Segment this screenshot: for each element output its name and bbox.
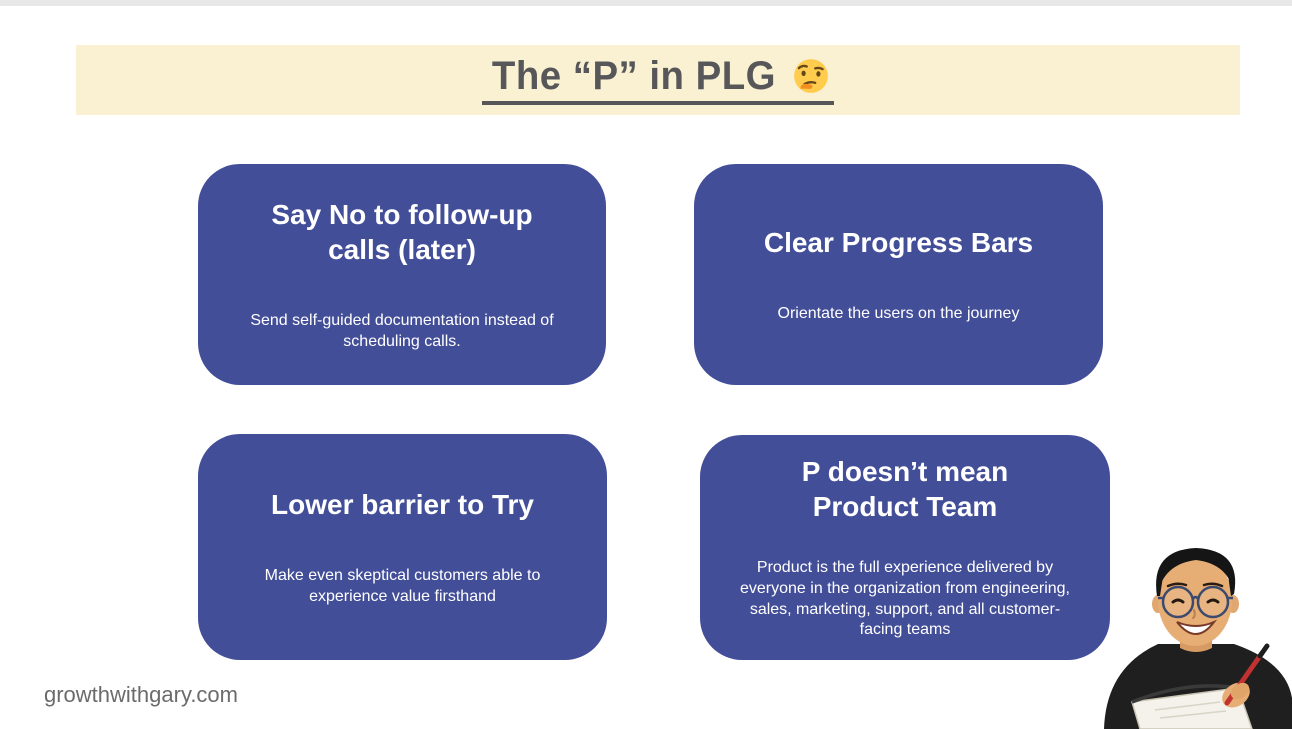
top-edge-strip [0,0,1292,6]
card-body: Make even skeptical customers able to ex… [264,566,541,605]
thinking-face-emoji-icon [794,58,828,93]
title-banner: The “P” in PLG [76,45,1240,115]
card-say-no-to-followup-calls: Say No to follow-up calls (later) Send s… [198,164,606,385]
card-title: P doesn’t mean Product Team [801,455,1009,522]
card-title: Clear Progress Bars [763,226,1034,258]
card-body: Orientate the users on the journey [777,304,1020,322]
card-p-doesnt-mean-product-team: P doesn’t mean Product Team Product is t… [700,435,1110,660]
website-url: growthwithgary.com [44,682,238,707]
card-body: Send self-guided documentation instead o… [250,311,554,350]
title-underline-wrap: The “P” in PLG [482,56,834,105]
card-title: Lower barrier to Try [271,488,534,520]
card-title: Say No to follow-up calls (later) [271,198,533,265]
card-clear-progress-bars: Clear Progress Bars Orientate the users … [694,164,1103,385]
card-body: Product is the full experience delivered… [740,558,1070,639]
slide-title: The “P” in PLG [491,53,777,98]
presenter-photo [1104,548,1292,729]
card-lower-barrier-to-try: Lower barrier to Try Make even skeptical… [198,434,607,660]
